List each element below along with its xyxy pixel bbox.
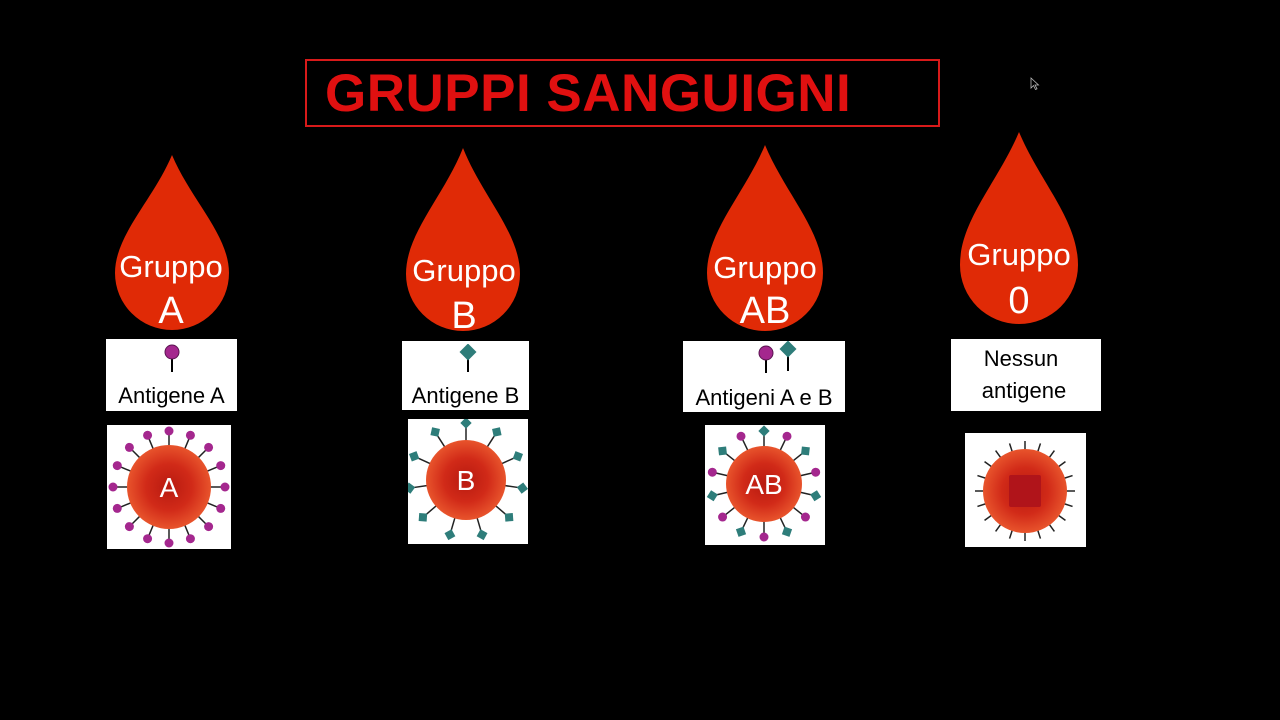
antigen-b-marker	[758, 425, 769, 436]
antigen-card-ab: Antigeni A e B	[683, 341, 845, 412]
drop-label-b: Gruppo	[394, 255, 534, 286]
antigen-b-marker	[409, 451, 419, 461]
drop-letter-a: A	[101, 292, 241, 330]
antigen-stalk	[799, 473, 813, 476]
antigen-a-marker	[204, 522, 213, 531]
drop-label-a: Gruppo	[101, 251, 241, 282]
antigen-label-0-line2: antigene	[949, 378, 1099, 404]
antigen-b-marker	[477, 529, 488, 540]
antigen-a-marker	[221, 483, 230, 492]
antigen-b-icon	[459, 344, 477, 374]
antigen-a-marker	[125, 522, 134, 531]
antigen-b-marker	[445, 529, 456, 540]
antigen-a-marker	[186, 534, 195, 543]
antigen-a-marker	[811, 468, 820, 477]
mouse-cursor-icon	[1030, 77, 1040, 91]
antigen-b-marker	[430, 427, 440, 437]
cell-box-a: A	[107, 425, 231, 549]
antigen-a-marker	[801, 513, 810, 522]
drop-label-0: Gruppo	[949, 239, 1089, 270]
red-blood-cell-a: A	[107, 425, 231, 549]
antigen-a-marker	[760, 533, 769, 542]
antigen-a-marker	[165, 427, 174, 436]
antigen-a-marker	[109, 483, 118, 492]
antigen-a-marker	[113, 504, 122, 513]
cell-label: B	[457, 465, 476, 496]
red-blood-cell-ab: AB	[705, 425, 825, 545]
antigen-b-marker	[492, 427, 502, 437]
antigen-a-icon	[164, 344, 180, 374]
cell-box-ab: AB	[705, 425, 825, 545]
antigen-b-marker	[736, 527, 746, 537]
antigen-b-marker	[782, 527, 792, 537]
antigen-stalk	[715, 473, 729, 476]
antigen-b-marker	[408, 483, 415, 494]
red-blood-cell-0	[965, 433, 1086, 547]
antigen-label-ab: Antigeni A e B	[683, 385, 845, 411]
antigen-a-marker	[718, 513, 727, 522]
antigen-b-marker	[419, 513, 428, 522]
antigen-a-marker	[125, 443, 134, 452]
cell-box-b: B	[408, 419, 528, 544]
cell-label: AB	[745, 469, 782, 500]
drop-letter-b: B	[394, 297, 534, 335]
antigen-a-marker	[782, 432, 791, 441]
antigen-stalk	[792, 506, 803, 515]
antigen-a-marker	[143, 431, 152, 440]
cell-core	[1009, 475, 1041, 507]
antigen-b-marker	[505, 513, 514, 522]
antigen-b-marker	[801, 447, 810, 456]
antigen-label-b: Antigene B	[402, 383, 529, 409]
antigen-b-marker	[513, 451, 523, 461]
cell-box-0	[965, 433, 1086, 547]
title-box: GRUPPI SANGUIGNI	[305, 59, 940, 127]
antigen-a-marker	[143, 534, 152, 543]
antigen-a-marker	[216, 504, 225, 513]
page-title: GRUPPI SANGUIGNI	[307, 61, 938, 125]
antigen-card-0: Nessun antigene	[951, 339, 1101, 411]
antigen-a-icon	[758, 345, 774, 375]
antigen-a-marker	[737, 432, 746, 441]
antigen-a-marker	[113, 461, 122, 470]
drop-letter-ab: AB	[695, 292, 835, 330]
antigen-label-0-line1: Nessun	[946, 346, 1096, 372]
drop-letter-0: 0	[949, 282, 1089, 320]
antigen-card-b: Antigene B	[402, 341, 529, 410]
cell-label: A	[160, 472, 179, 503]
antigen-b-icon	[779, 341, 797, 373]
antigen-label-a: Antigene A	[106, 383, 237, 409]
antigen-stalk	[725, 506, 736, 515]
antigen-a-marker	[165, 539, 174, 548]
antigen-b-marker	[517, 483, 528, 494]
antigen-b-marker	[460, 419, 471, 429]
antigen-card-a: Antigene A	[106, 339, 237, 411]
antigen-a-marker	[216, 461, 225, 470]
antigen-stalk	[742, 439, 748, 452]
antigen-stalk	[780, 439, 786, 452]
antigen-a-marker	[204, 443, 213, 452]
antigen-a-marker	[708, 468, 717, 477]
drop-label-ab: Gruppo	[695, 252, 835, 283]
red-blood-cell-b: B	[408, 419, 528, 544]
antigen-b-marker	[718, 447, 727, 456]
antigen-a-marker	[186, 431, 195, 440]
antigen-b-marker	[707, 490, 718, 501]
antigen-b-marker	[810, 490, 821, 501]
